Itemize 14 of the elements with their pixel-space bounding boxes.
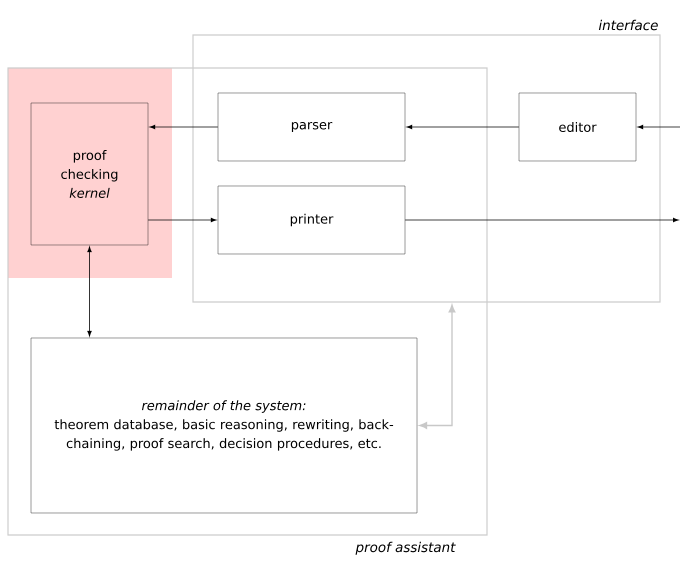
arrow (148, 218, 216, 222)
system-box: remainder of the system: theorem database, basic reasoning, rewriting, back-chaining, proof search, decision procedures, etc. (30, 338, 418, 514)
process-box: parser (218, 92, 406, 162)
process-box: printer (218, 186, 406, 254)
arrow (87, 246, 92, 336)
process-box: editor (518, 92, 636, 162)
arrow (404, 218, 679, 222)
group-label: interface (598, 20, 658, 30)
arrow (406, 124, 520, 130)
arrow (150, 124, 218, 130)
arrow (419, 304, 456, 429)
arrow (638, 124, 680, 130)
group-label: proof assistant (356, 542, 456, 555)
kernel-box: proof checking kernel (30, 102, 148, 246)
